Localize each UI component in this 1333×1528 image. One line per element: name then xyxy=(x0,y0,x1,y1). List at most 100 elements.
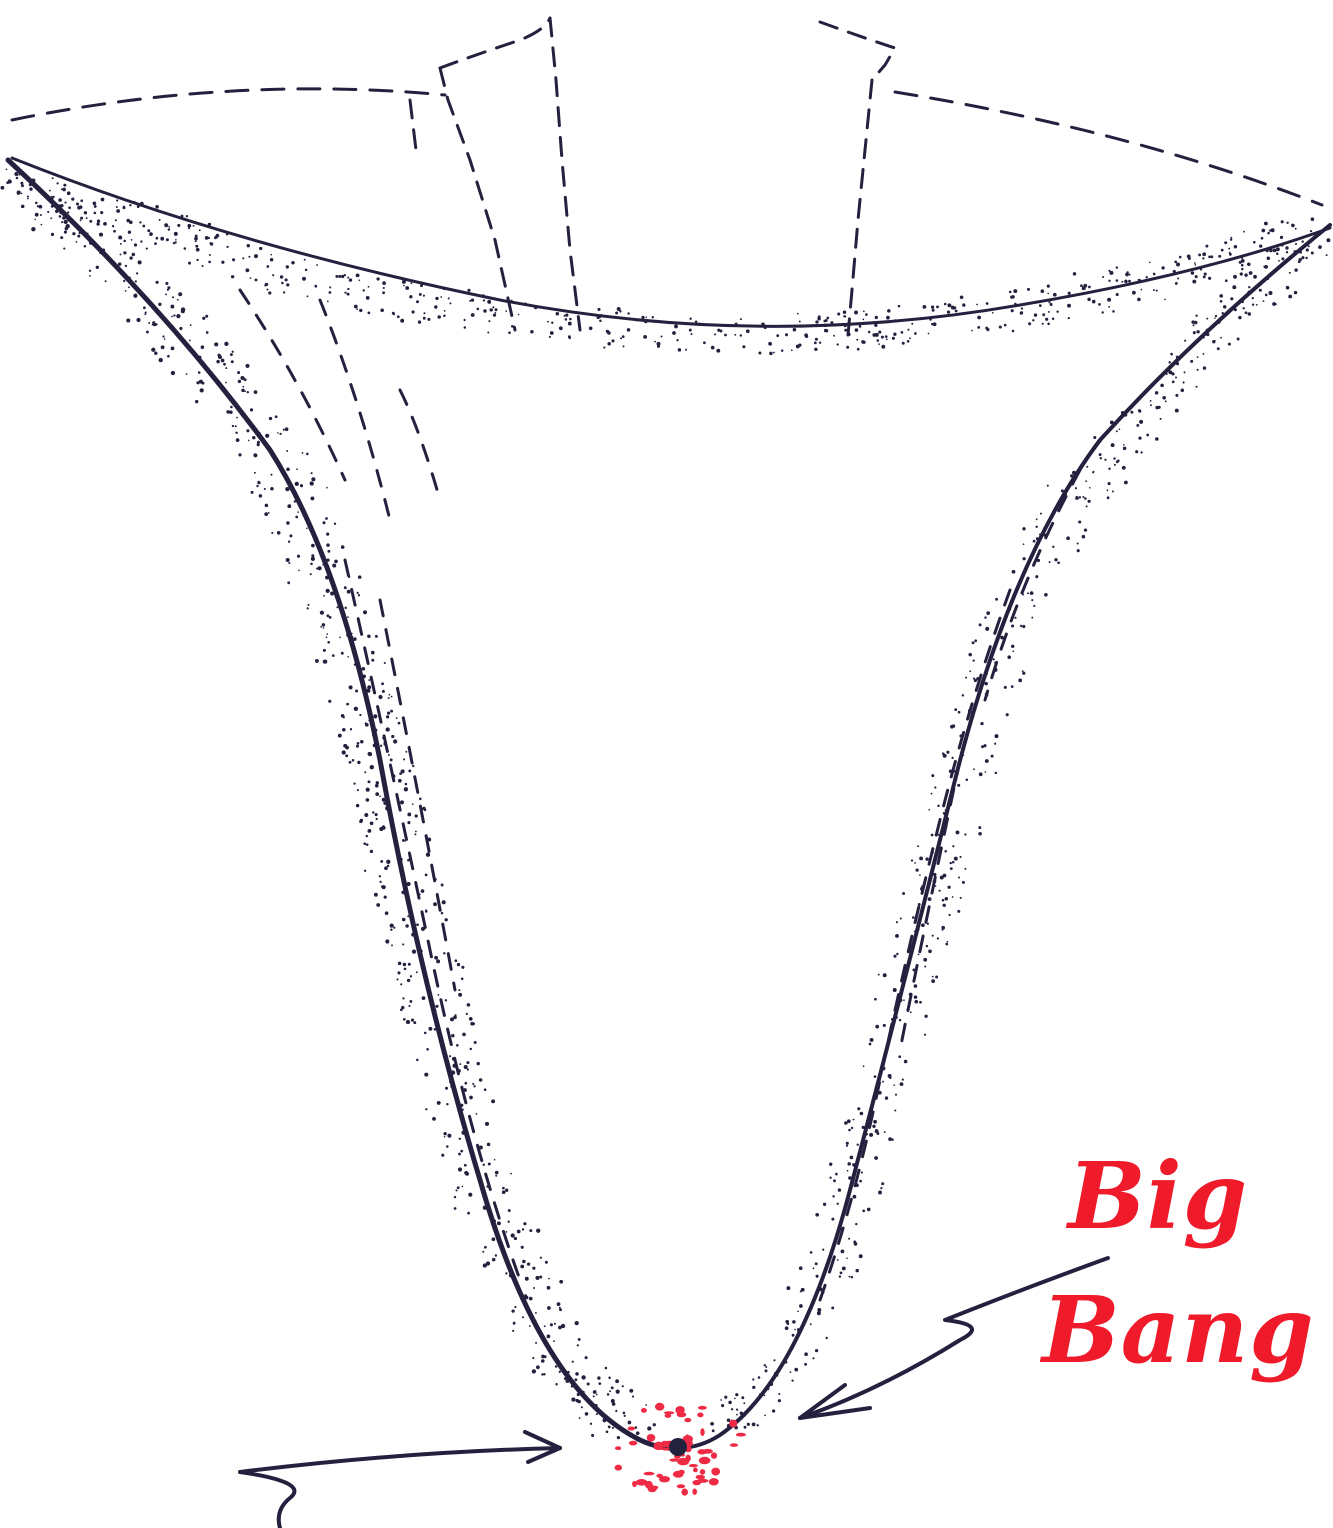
stipple-dot xyxy=(530,330,534,334)
stipple-dot xyxy=(861,1172,863,1174)
stipple-dot xyxy=(1179,256,1182,259)
stipple-dot xyxy=(366,843,369,846)
stipple-dot xyxy=(238,453,241,456)
stipple-dot xyxy=(495,312,497,314)
stipple-dot xyxy=(854,311,858,315)
stipple-dot xyxy=(400,1008,403,1011)
stipple-dot xyxy=(464,1164,467,1167)
stipple-dot xyxy=(1079,496,1081,498)
stipple-dot xyxy=(1113,457,1115,459)
stipple-dot xyxy=(736,1414,738,1416)
stipple-dot xyxy=(257,443,260,446)
stipple-dot xyxy=(521,1246,524,1249)
stipple-dot xyxy=(426,1048,429,1051)
stipple-dot xyxy=(316,264,318,266)
stipple-dot xyxy=(551,322,553,324)
stipple-dot xyxy=(196,248,200,252)
stipple-dot xyxy=(1252,297,1254,299)
stipple-dot xyxy=(843,310,846,313)
burst-dot xyxy=(681,1489,688,1496)
stipple-dot xyxy=(136,318,140,322)
stipple-dot xyxy=(863,1065,865,1067)
burst-dot xyxy=(736,1433,746,1437)
stipple-dot xyxy=(966,778,969,781)
stipple-dot xyxy=(323,660,327,664)
stipple-dot xyxy=(1108,270,1110,272)
stipple-dot xyxy=(1056,310,1058,312)
stipple-dot xyxy=(386,727,390,731)
stipple-dot xyxy=(918,954,920,956)
stipple-dot xyxy=(357,761,360,764)
stipple-dot xyxy=(842,1266,846,1270)
stipple-dot xyxy=(1036,518,1038,520)
stipple-dot xyxy=(539,1276,542,1279)
stipple-dot xyxy=(598,1382,601,1385)
stipple-dot xyxy=(454,1207,457,1210)
stipple-dot xyxy=(896,953,898,955)
stipple-dot xyxy=(931,834,934,837)
stipple-dot xyxy=(142,225,145,228)
stipple-dot xyxy=(68,206,71,209)
stipple-dot xyxy=(569,318,572,321)
stipple-dot xyxy=(907,340,910,343)
stipple-dot xyxy=(356,745,359,748)
stipple-dot xyxy=(973,768,975,770)
stipple-dot xyxy=(946,751,949,754)
stipple-dot xyxy=(853,1195,857,1199)
stipple-dot xyxy=(964,833,966,835)
stipple-dot xyxy=(320,626,322,628)
shading-left xyxy=(1,168,656,1439)
stipple-dot xyxy=(356,804,359,807)
stipple-dot xyxy=(17,191,21,195)
stipple-dot xyxy=(173,314,175,316)
stipple-dot xyxy=(678,348,682,352)
stipple-dot xyxy=(585,1356,588,1359)
stipple-dot xyxy=(846,1145,848,1147)
stipple-dot xyxy=(882,1081,884,1083)
shading-rim xyxy=(21,177,1314,355)
stipple-dot xyxy=(404,787,408,791)
stipple-dot xyxy=(900,1082,904,1086)
stipple-dot xyxy=(1161,266,1164,269)
stipple-dot xyxy=(232,425,234,427)
stipple-dot xyxy=(167,355,170,358)
stipple-dot xyxy=(941,926,945,930)
stipple-dot xyxy=(437,1101,441,1105)
stipple-dot xyxy=(790,1371,792,1373)
stipple-dot xyxy=(872,1125,875,1128)
stipple-dot xyxy=(898,1055,901,1058)
stipple-dot xyxy=(457,963,460,966)
stipple-dot xyxy=(497,1221,501,1225)
stipple-dot xyxy=(522,1228,524,1230)
stipple-dot xyxy=(1146,434,1149,437)
stipple-dot xyxy=(236,438,240,442)
stipple-dot xyxy=(178,292,182,296)
stipple-dot xyxy=(954,708,957,711)
stipple-dot xyxy=(37,205,39,207)
stipple-dot xyxy=(297,511,299,513)
stipple-dot xyxy=(617,307,621,311)
stipple-dot xyxy=(535,1342,537,1344)
stipple-dot xyxy=(607,342,611,346)
stipple-dot xyxy=(94,205,97,208)
stipple-dot xyxy=(522,1316,524,1318)
stipple-dot xyxy=(488,320,490,322)
stipple-dot xyxy=(1175,282,1178,285)
stipple-dot xyxy=(105,280,107,282)
stipple-dot xyxy=(27,195,29,197)
stipple-dot xyxy=(368,780,371,783)
stipple-dot xyxy=(773,1359,775,1361)
stipple-dot xyxy=(311,472,313,474)
stipple-dot xyxy=(1318,245,1322,249)
stipple-dot xyxy=(361,667,365,671)
pointer-arrow-icon xyxy=(240,1432,560,1528)
stipple-dot xyxy=(413,1021,416,1024)
stipple-dot xyxy=(883,1024,886,1027)
stipple-dot xyxy=(672,331,676,335)
stipple-dot xyxy=(411,282,413,284)
stipple-dot xyxy=(376,277,379,280)
stipple-dot xyxy=(571,1398,575,1402)
burst-dot xyxy=(711,1452,717,1458)
stipple-dot xyxy=(368,286,370,288)
stipple-dot xyxy=(645,1404,647,1406)
